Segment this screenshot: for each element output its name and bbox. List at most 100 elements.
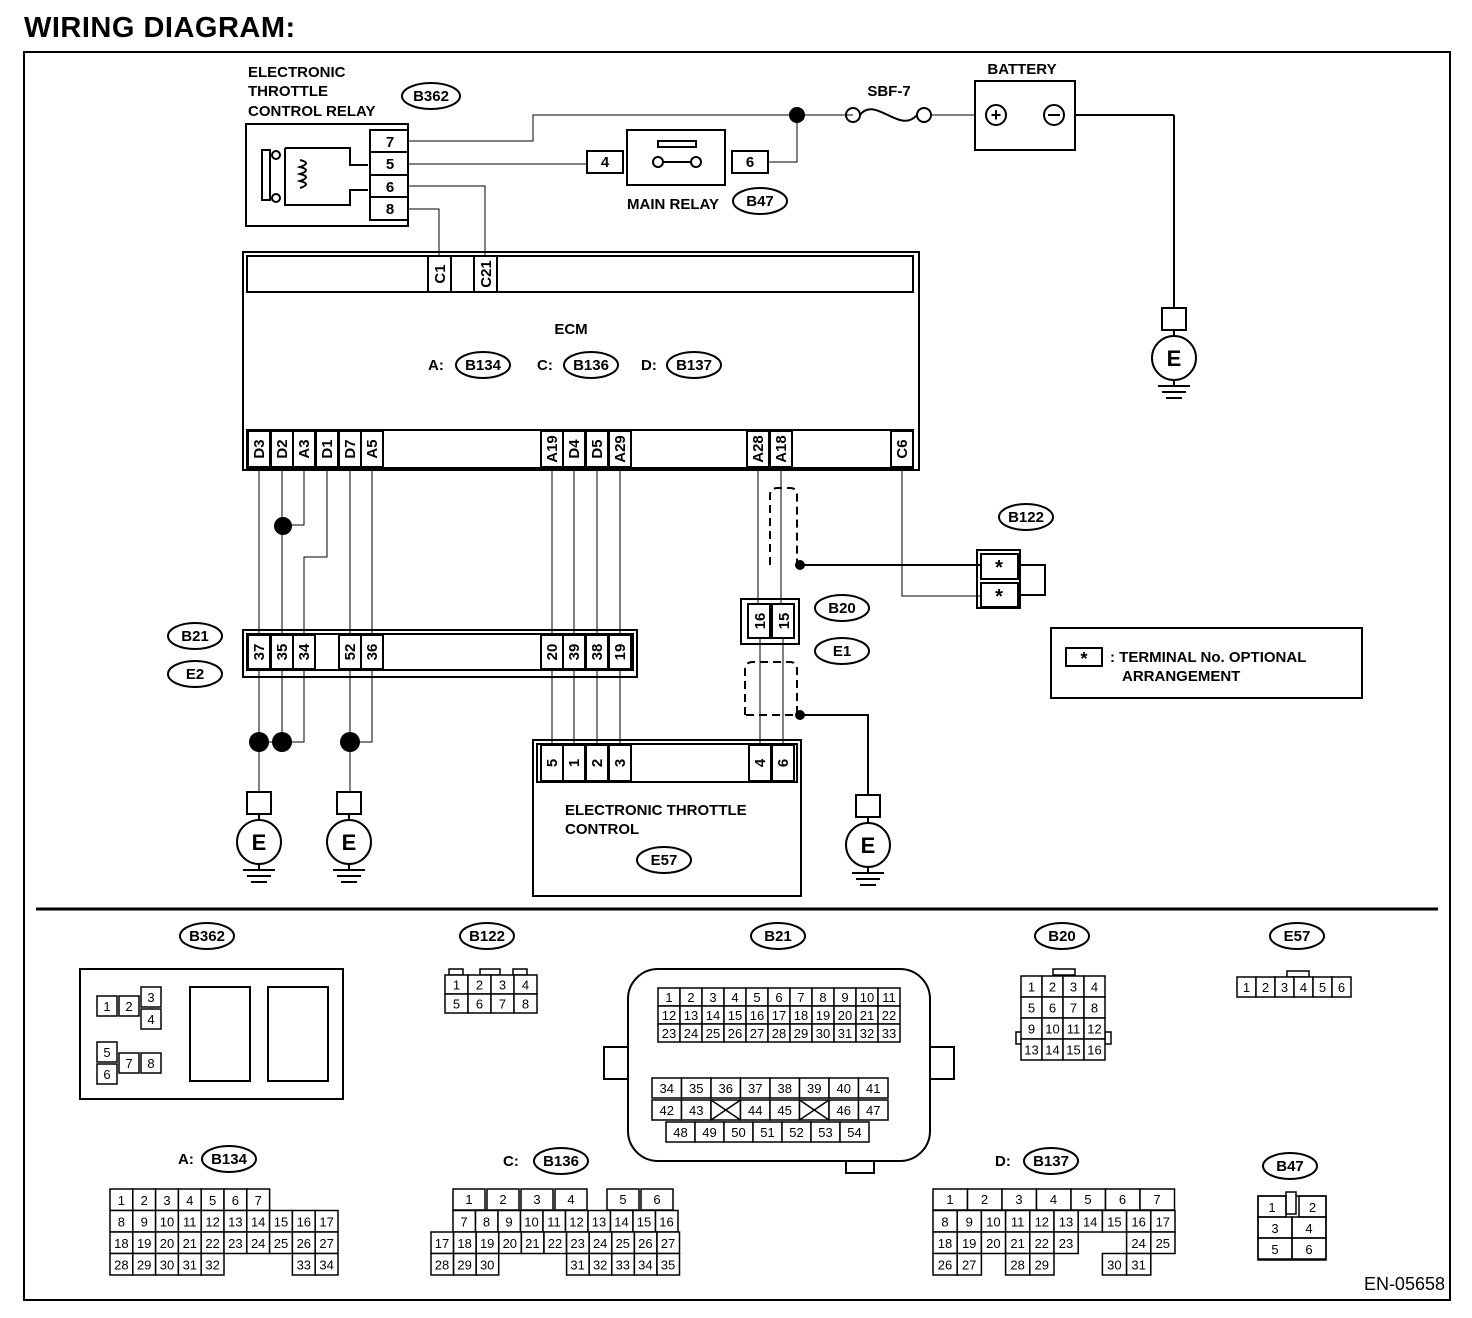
b21-face-pin: 33 [882, 1026, 896, 1041]
b47-face-pin: 3 [1271, 1221, 1278, 1236]
b137-face-pin: 25 [1156, 1236, 1170, 1251]
b21-face-pin: 30 [816, 1026, 830, 1041]
b122-face-pin: 3 [499, 978, 506, 993]
b136-face-pin: 13 [592, 1215, 606, 1230]
b134-face-pin: 21 [183, 1236, 197, 1251]
ecm-pin-d4: D4 [566, 439, 583, 459]
b20-face-pin: 8 [1091, 1001, 1098, 1016]
ecm-pin-c6: C6 [894, 439, 911, 458]
ecm-pin-d1: D1 [319, 439, 336, 458]
b136-face-pin: 2 [499, 1192, 506, 1207]
b137-face-pin: 8 [941, 1215, 948, 1230]
b21-face-pin: 17 [772, 1008, 786, 1023]
b137-face-pin: 14 [1083, 1215, 1097, 1230]
e57-face-pin: 1 [1243, 980, 1250, 995]
b134-face-pin: 29 [137, 1257, 151, 1272]
b134-face-pin: 8 [118, 1214, 125, 1229]
b136-face-pin: 4 [567, 1192, 574, 1207]
b20-face-pin: 13 [1024, 1043, 1038, 1058]
b21-face-pin: 29 [794, 1026, 808, 1041]
main-relay: 4 6 MAIN RELAY B47 [586, 129, 788, 215]
b20-face-pin: 16 [1087, 1043, 1101, 1058]
b137-face-pin: 11 [1011, 1215, 1025, 1230]
b136-face-prefix: C: [503, 1153, 519, 1170]
relay-name-3: CONTROL RELAY [248, 103, 376, 120]
b134-face-pin: 22 [205, 1236, 219, 1251]
legend-line-2: ARRANGEMENT [1122, 668, 1240, 685]
b136-face-pin: 33 [616, 1258, 630, 1273]
e57-face-pin: 2 [1262, 980, 1269, 995]
b137-face-pin: 12 [1035, 1215, 1049, 1230]
b21-face-pin: 15 [728, 1008, 742, 1023]
b122-face-pin: 5 [453, 997, 460, 1012]
ecm-conn-d-code: B137 [676, 357, 712, 374]
b137-face-pin: 13 [1059, 1215, 1073, 1230]
relay-name-2: THROTTLE [248, 83, 328, 100]
ground-symbol: E [326, 791, 372, 883]
svg-text:+: + [991, 105, 1002, 125]
b136-face-pin: 22 [548, 1236, 562, 1251]
b136-face-pin: 17 [435, 1236, 449, 1251]
b134-face-pin: 31 [183, 1257, 197, 1272]
b137-face-pin: 19 [962, 1236, 976, 1251]
b21-face-pin: 45 [778, 1103, 792, 1118]
etc-pin-3: 3 [612, 759, 629, 767]
b21-face-pin: 40 [837, 1081, 851, 1096]
b21-face-pin: 6 [775, 990, 782, 1005]
b136-face-pin: 9 [505, 1215, 512, 1230]
b20-face-pin: 7 [1070, 1001, 1077, 1016]
b21-face-pin: 11 [882, 990, 896, 1005]
b136-face-pin: 3 [533, 1192, 540, 1207]
b21-face-pin: 34 [660, 1081, 674, 1096]
b362-face-pin: 8 [147, 1056, 154, 1071]
b47-face-pin: 2 [1309, 1200, 1316, 1215]
main-relay-conn-code: B47 [746, 193, 774, 210]
b137-face-pin: 9 [966, 1215, 973, 1230]
legend-line-1: : TERMINAL No. OPTIONAL [1110, 649, 1306, 666]
b134-face-pin: 12 [205, 1214, 219, 1229]
e2-code: E2 [186, 666, 204, 683]
b21-face-pin: 16 [750, 1008, 764, 1023]
page-title: WIRING DIAGRAM: [24, 12, 296, 44]
b20-face-pin: 1 [1028, 980, 1035, 995]
b134-face-prefix: A: [178, 1151, 194, 1168]
b20-face-pin: 5 [1028, 1001, 1035, 1016]
b137-face-pin: 31 [1131, 1258, 1145, 1273]
b21-face-pin: 52 [789, 1125, 803, 1140]
b134-face-pin: 17 [319, 1214, 333, 1229]
b362-face-pin: 6 [103, 1067, 110, 1082]
b134-face-pin: 13 [228, 1214, 242, 1229]
b134-face-pin: 3 [163, 1193, 170, 1208]
b137-face-pin: 24 [1131, 1236, 1145, 1251]
b20-face-pin: 12 [1087, 1022, 1101, 1037]
b21-face-pin: 38 [778, 1081, 792, 1096]
b47-face-pin: 5 [1271, 1242, 1278, 1257]
b20-face-pin: 6 [1049, 1001, 1056, 1016]
etc-name-2: CONTROL [565, 821, 639, 838]
b134-face-pin: 30 [160, 1257, 174, 1272]
b136-face-pin: 1 [465, 1192, 472, 1207]
b21-face-pin: 19 [816, 1008, 830, 1023]
b137-face-pin: 28 [1010, 1258, 1024, 1273]
shield-lower [744, 661, 798, 716]
splice-dot [340, 732, 360, 752]
b134-face-pin: 14 [251, 1214, 265, 1229]
b21-face-pin: 18 [794, 1008, 808, 1023]
b137-face-pin: 7 [1153, 1192, 1160, 1207]
b134-face-pin: 7 [255, 1193, 262, 1208]
b134-face-pin: 10 [160, 1214, 174, 1229]
face-code: B362 [189, 928, 225, 945]
face-code: B136 [543, 1153, 579, 1170]
b136-face-pin: 29 [457, 1258, 471, 1273]
legend: * : TERMINAL No. OPTIONAL ARRANGEMENT [1050, 627, 1363, 699]
b137-face-pin: 21 [1010, 1236, 1024, 1251]
ecm-pin-d5: D5 [589, 439, 606, 458]
splice-dot [249, 732, 269, 752]
b20-code: B20 [828, 600, 856, 617]
face-code: E57 [1284, 928, 1311, 945]
ecm-pin-a18: A18 [773, 435, 790, 463]
